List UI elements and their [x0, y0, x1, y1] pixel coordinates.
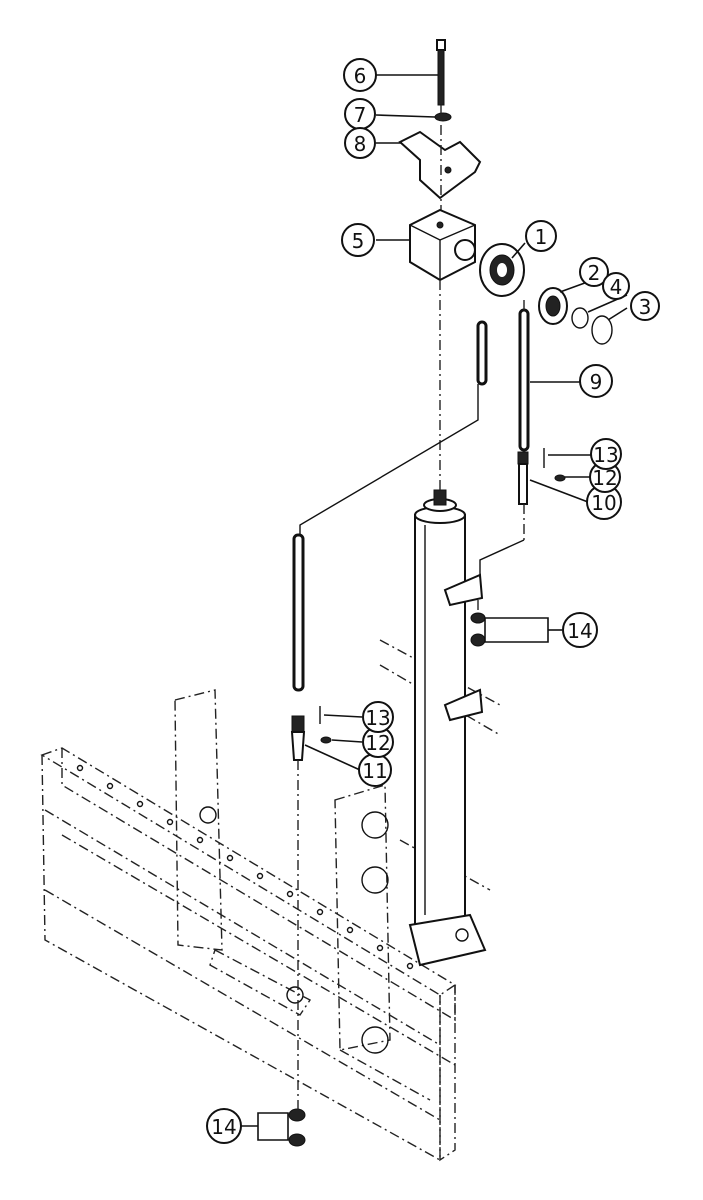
callout-7: 7 — [344, 98, 376, 130]
callout-1: 1 — [525, 220, 557, 252]
leader-lines — [240, 74, 628, 1141]
callout-14-lower: 14 — [206, 1108, 242, 1144]
callout-8: 8 — [344, 127, 376, 159]
lock-nuts-lower — [288, 1108, 306, 1147]
callout-3: 3 — [630, 291, 660, 321]
svg-text:12: 12 — [365, 731, 390, 755]
washer — [434, 112, 452, 122]
pulley-wheel — [479, 243, 525, 297]
spacer-ring — [571, 307, 589, 329]
fork-carriage-frame — [40, 639, 501, 1162]
svg-text:7: 7 — [354, 103, 367, 127]
svg-text:13: 13 — [593, 443, 618, 467]
svg-text:14: 14 — [211, 1115, 236, 1139]
svg-text:5: 5 — [352, 229, 365, 253]
svg-text:6: 6 — [354, 64, 367, 88]
lift-cylinder — [408, 489, 487, 967]
snap-ring — [591, 315, 613, 345]
callout-12-lower: 12 — [362, 726, 394, 758]
chain-anchor-bolt-right — [517, 451, 529, 505]
svg-text:1: 1 — [535, 225, 548, 249]
svg-text:11: 11 — [362, 759, 387, 783]
chain-anchor-bolt-left — [290, 715, 306, 761]
lock-nuts-upper — [470, 612, 486, 647]
callout-4: 4 — [602, 272, 630, 300]
svg-text:8: 8 — [354, 132, 367, 156]
svg-text:9: 9 — [590, 370, 603, 394]
callout-9: 9 — [579, 364, 613, 398]
callout-13-upper: 13 — [590, 438, 622, 470]
svg-text:12: 12 — [592, 466, 617, 490]
mounting-bracket — [398, 130, 482, 200]
callout-5: 5 — [341, 223, 375, 257]
svg-text:14: 14 — [567, 619, 592, 643]
bearing — [538, 287, 568, 325]
bolt — [436, 39, 446, 106]
callout-14-upper: 14 — [562, 612, 598, 648]
svg-text:4: 4 — [610, 275, 623, 299]
callout-13-lower: 13 — [362, 701, 394, 733]
chain-sheave-block — [409, 208, 476, 282]
svg-text:13: 13 — [365, 706, 390, 730]
callout-12-upper: 12 — [589, 461, 621, 493]
callout-10: 10 — [586, 484, 622, 520]
lift-chain-left — [292, 320, 488, 692]
callout-11: 11 — [358, 753, 392, 787]
pin-washer-upper — [554, 474, 566, 482]
svg-text:2: 2 — [588, 261, 601, 285]
assembly-center-lines — [297, 105, 525, 1110]
callout-6: 6 — [343, 58, 377, 92]
svg-text:10: 10 — [591, 491, 616, 515]
svg-text:3: 3 — [639, 295, 652, 319]
callout-2: 2 — [579, 257, 609, 287]
pin-washer-lower — [320, 736, 332, 744]
lift-chain-right — [518, 300, 530, 452]
